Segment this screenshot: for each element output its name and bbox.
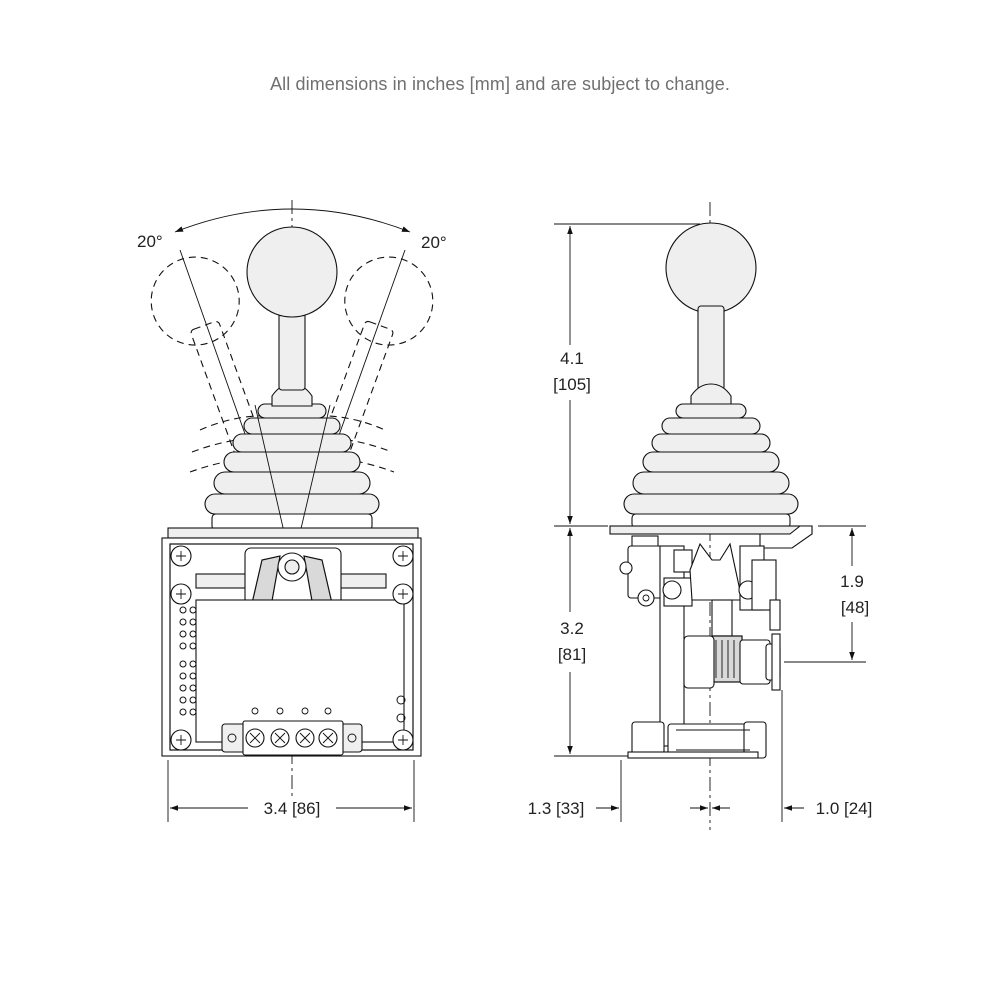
screw-icon [392, 729, 414, 751]
front-handle [246, 226, 338, 407]
terminal-block [221, 707, 363, 756]
width-label: 3.4 [86] [264, 799, 321, 818]
front-mount-plate [167, 527, 419, 539]
front-view: 20° 20° [137, 200, 447, 822]
side-bellows [623, 403, 799, 529]
side-handle [665, 222, 757, 407]
screw-icon [392, 583, 414, 605]
height-top-mm: [105] [553, 375, 591, 394]
axis-height-dimension: 1.9 [48] [784, 525, 869, 663]
front-screws [170, 545, 414, 751]
angle-right-label: 20° [421, 233, 447, 252]
side-view: 4.1 [105] 3.2 [81] 1.9 [48] 1.3 [33] 1.0… [528, 202, 873, 830]
angle-left-label: 20° [137, 232, 163, 251]
height-dimensions: 4.1 [105] 3.2 [81] [553, 223, 700, 757]
screw-icon [392, 545, 414, 567]
terminal-screw-icon [318, 707, 338, 748]
depth-right-label: 1.0 [24] [816, 799, 873, 818]
axis-height-mm: [48] [841, 598, 869, 617]
terminal-screw-icon [245, 707, 265, 748]
screw-icon [170, 545, 192, 567]
screw-icon [170, 729, 192, 751]
terminal-screw-icon [270, 707, 290, 748]
height-body-mm: [81] [558, 645, 586, 664]
pcb-pads [179, 606, 406, 723]
axis-height-inches: 1.9 [840, 572, 864, 591]
height-body-inches: 3.2 [560, 619, 584, 638]
screw-icon [170, 583, 192, 605]
depth-dimensions: 1.3 [33] 1.0 [24] [528, 690, 873, 822]
side-mount-plate [609, 525, 813, 535]
terminal-screw-icon [295, 707, 315, 748]
height-top-inches: 4.1 [560, 349, 584, 368]
depth-left-label: 1.3 [33] [528, 799, 585, 818]
side-mechanism [619, 535, 781, 759]
front-bellows [204, 403, 380, 531]
side-plate-tab [759, 525, 813, 549]
dimensions-note: All dimensions in inches [mm] and are su… [270, 74, 730, 94]
front-body [161, 537, 422, 757]
width-dimension: 3.4 [86] [167, 760, 415, 822]
